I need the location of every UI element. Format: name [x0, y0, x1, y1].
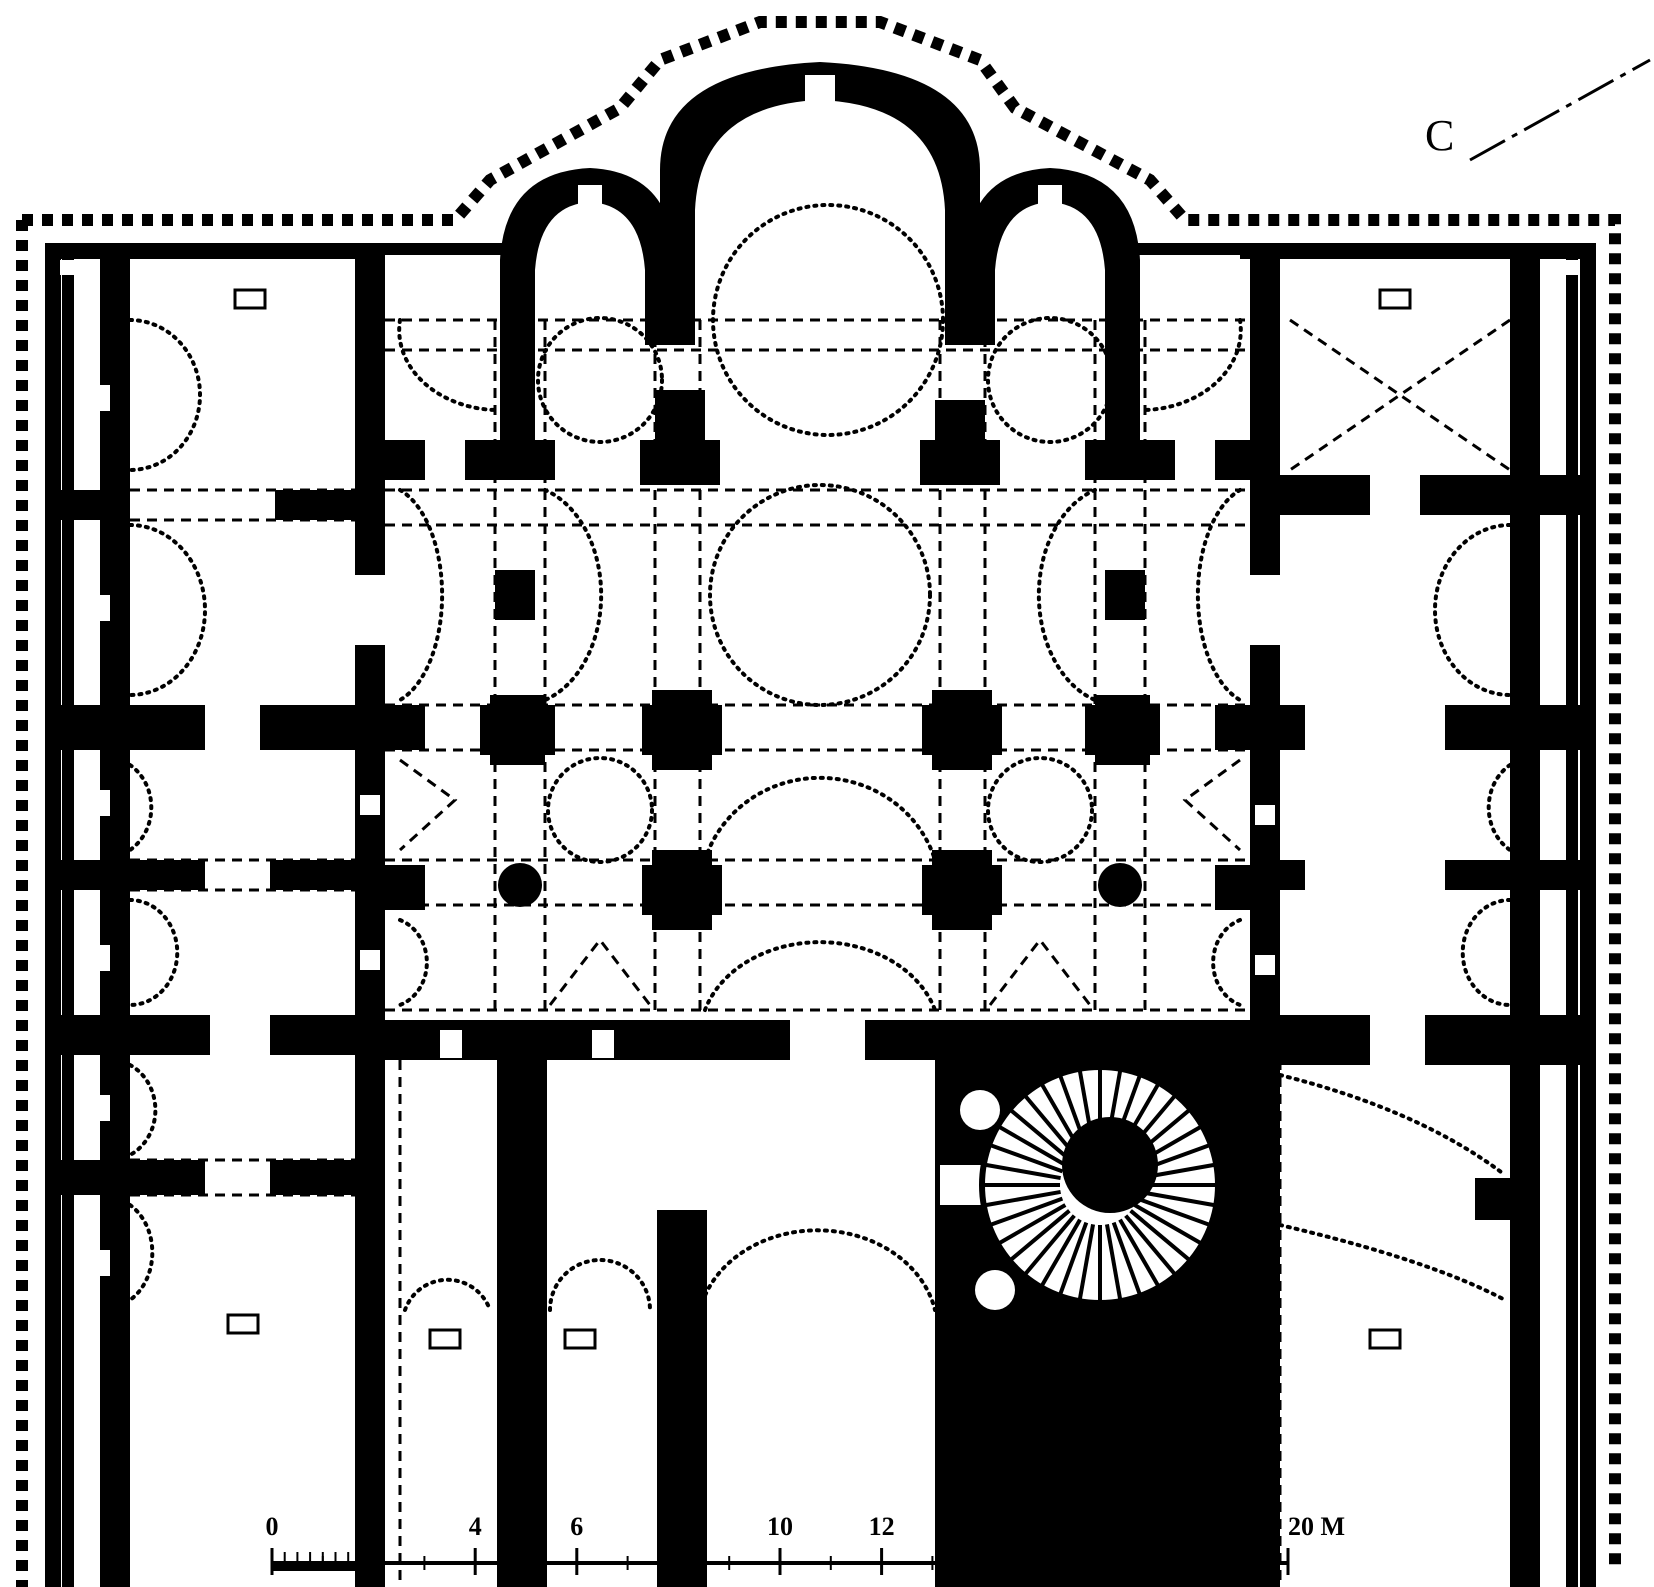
stair-tread [998, 1203, 1067, 1245]
stair-tread [1124, 1214, 1177, 1276]
naos-south-wall [385, 1020, 1250, 1060]
right-cross-walls [1250, 475, 1595, 1220]
stair-tread [1023, 1214, 1076, 1276]
scale-bar: 0 2 4 6 8 10 12 14 16 18 20 M [266, 1512, 1345, 1575]
scale-label: 20 M [1288, 1512, 1345, 1541]
right-apse [965, 168, 1140, 460]
scale-label: 14 [970, 1512, 996, 1541]
left-cross-walls [45, 490, 385, 1195]
stair-tread [1009, 1108, 1071, 1161]
stair-tread [1139, 1189, 1215, 1208]
scale-label: 10 [767, 1512, 793, 1541]
outer-enclosure [16, 16, 1621, 1587]
interior-walls [100, 258, 1540, 1587]
scale-label: 18 [1173, 1512, 1199, 1541]
stair-tread [990, 1143, 1064, 1174]
wall-niches [60, 260, 1580, 1350]
scale-label: 12 [869, 1512, 895, 1541]
central-apse [660, 62, 980, 345]
section-label-c: C [1425, 111, 1454, 160]
piers [385, 390, 1255, 930]
scale-label: 16 [1072, 1512, 1098, 1541]
stair-tread [985, 1189, 1061, 1208]
stair-tread [990, 1196, 1064, 1227]
section-marker: C [1425, 58, 1651, 162]
stair-tread [1136, 1196, 1210, 1227]
scale-label: 8 [672, 1512, 685, 1541]
scale-label: 0 [266, 1512, 279, 1541]
outer-walls [45, 243, 1596, 1587]
stair-tread [1111, 1221, 1142, 1295]
stair-tread [1118, 1218, 1160, 1287]
stair-tread [1009, 1209, 1071, 1262]
stair-tread [998, 1125, 1067, 1167]
stair-tread [1058, 1221, 1089, 1295]
stair-tread [985, 1162, 1061, 1181]
stair-tread [1077, 1224, 1096, 1300]
scale-label: 2 [367, 1512, 380, 1541]
stair-tread [1133, 1203, 1202, 1245]
stair-tread [1104, 1224, 1123, 1300]
stair-tread [1040, 1218, 1082, 1287]
left-apse [500, 168, 675, 460]
scale-label: 4 [469, 1512, 482, 1541]
spiral-stair [935, 1060, 1250, 1587]
stair-tread [1129, 1209, 1191, 1262]
dome-outlines [128, 203, 1512, 1312]
stair-tread [1023, 1094, 1076, 1156]
scale-label: 6 [570, 1512, 583, 1541]
